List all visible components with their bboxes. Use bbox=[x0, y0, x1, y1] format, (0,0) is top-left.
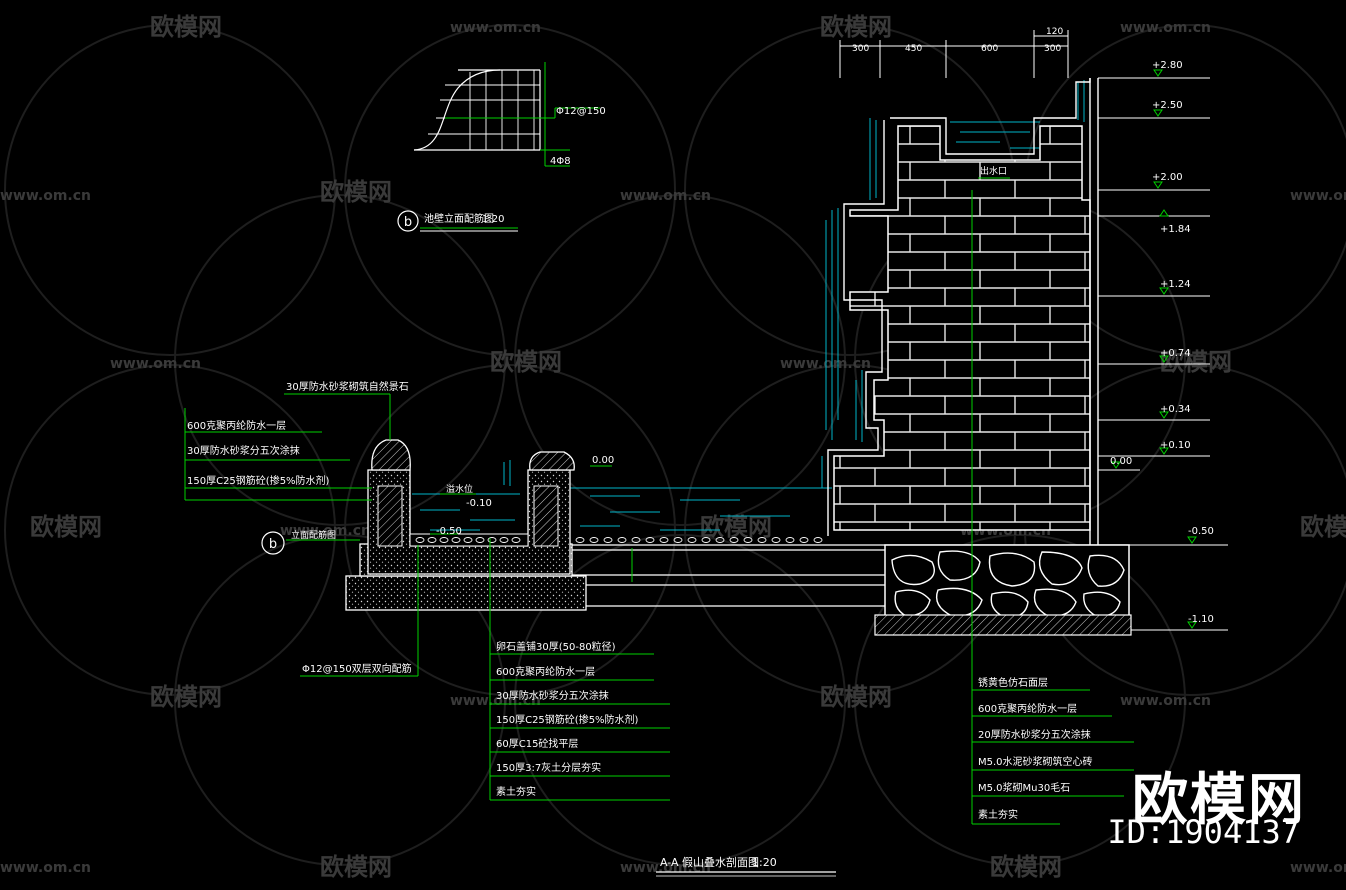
watermark-brand: 欧模网 bbox=[490, 348, 562, 376]
watermark-ring bbox=[174, 534, 506, 866]
watermark-brand: 欧模网 bbox=[820, 683, 892, 711]
detail-b-rebar-main: Φ12@150 bbox=[556, 106, 606, 117]
elevation-000: 0.00 bbox=[1110, 456, 1132, 467]
elevation-280: +2.80 bbox=[1152, 60, 1183, 71]
watermark-brand: 欧模网 bbox=[820, 13, 892, 41]
watermark-site: www.om.cn bbox=[620, 188, 711, 204]
watermark-ring bbox=[514, 534, 846, 866]
section-title: A-A 假山叠水剖面图 bbox=[660, 855, 759, 869]
detail-b-scale: 1:20 bbox=[482, 214, 504, 225]
watermark-brand: 欧模网 bbox=[150, 683, 222, 711]
watermark-ring bbox=[344, 24, 676, 356]
dim-3: 600 bbox=[981, 44, 998, 54]
label-bottom-layer-7: 素土夯实 bbox=[496, 785, 536, 798]
elevation-minus-050: -0.50 bbox=[1188, 526, 1214, 537]
label-bottom-layer-4: 150厚C25钢筋砼(掺5%防水剂) bbox=[496, 713, 639, 726]
label-bottom-layer-5: 60厚C15砼找平层 bbox=[496, 737, 578, 750]
label-wall-layer-4: M5.0水泥砂浆砌筑空心砖 bbox=[978, 755, 1093, 768]
dim-small: 120 bbox=[1046, 27, 1063, 37]
label-level-minus-050-pool: -0.50 bbox=[436, 526, 462, 537]
label-wall-layer-6: 素土夯实 bbox=[978, 808, 1018, 821]
watermark-ring bbox=[854, 534, 1186, 866]
label-left-layer-2: 30厚防水砂浆分五次涂抹 bbox=[187, 444, 300, 457]
rubble-foundation bbox=[874, 544, 1132, 636]
section-marker-b: b bbox=[261, 531, 285, 555]
label-drain: 溢水位 bbox=[446, 483, 473, 495]
watermark-brand: 欧模网 bbox=[990, 853, 1062, 881]
watermark-brand: 欧模网 bbox=[700, 513, 772, 541]
watermark-site: www.om.cn bbox=[450, 693, 541, 709]
watermark-ring bbox=[4, 364, 336, 696]
watermark-brand: 欧模网 bbox=[1160, 348, 1232, 376]
watermark-brand: 欧模网 bbox=[1300, 513, 1346, 541]
label-bottom-layer-1: 卵石盖铺30厚(50-80粒径) bbox=[496, 640, 616, 653]
label-water-level: 0.00 bbox=[592, 455, 614, 466]
watermark-ring bbox=[4, 24, 336, 356]
section-leaders bbox=[184, 177, 1134, 825]
label-wall-layer-5: M5.0浆砌Mu30毛石 bbox=[978, 781, 1070, 794]
detail-b-leaders bbox=[420, 62, 600, 229]
detail-b-marker: b bbox=[397, 210, 419, 232]
label-bottom-layer-3: 30厚防水砂浆分五次涂抹 bbox=[496, 689, 609, 702]
elevation-lines bbox=[1098, 77, 1228, 631]
watermark-ring bbox=[174, 194, 506, 526]
label-bottom-rebar: Φ12@150双层双向配筋 bbox=[302, 662, 412, 675]
watermark-site: www.om.cn bbox=[0, 860, 91, 876]
detail-b-title: 池壁立面配筋图 bbox=[424, 212, 494, 225]
watermark-brand-large: 欧模网 bbox=[1132, 768, 1306, 833]
dim-1: 300 bbox=[852, 44, 869, 54]
watermark-brand: 欧模网 bbox=[30, 513, 102, 541]
elevation-triangles bbox=[1111, 69, 1197, 629]
label-marker-b: 立面配筋图 bbox=[291, 529, 336, 541]
elevation-200: +2.00 bbox=[1152, 172, 1183, 183]
watermark-id: ID:1904137 bbox=[1107, 813, 1300, 851]
label-outlet: 出水口 bbox=[980, 165, 1007, 177]
dim-2: 450 bbox=[905, 44, 922, 54]
label-wall-layer-3: 20厚防水砂浆分五次涂抹 bbox=[978, 728, 1091, 741]
watermark-site: www.om.cn bbox=[280, 523, 371, 539]
section-scale: 1:20 bbox=[752, 856, 777, 869]
watermark-site: www.om.cn bbox=[1290, 188, 1346, 204]
watermark-brand: 欧模网 bbox=[150, 13, 222, 41]
watermark-site: www.om.cn bbox=[110, 356, 201, 372]
label-level-minus-010: -0.10 bbox=[466, 498, 492, 509]
top-dimensions bbox=[839, 30, 1069, 78]
watermark-site: www.om.cn bbox=[1120, 693, 1211, 709]
watermark-brand: 欧模网 bbox=[320, 853, 392, 881]
label-bottom-layer-6: 150厚3:7灰土分层夯实 bbox=[496, 761, 601, 774]
elevation-184: +1.84 bbox=[1160, 224, 1191, 235]
wall-outline bbox=[827, 78, 1099, 545]
watermark-ring bbox=[514, 194, 846, 526]
watermark-site: www.om.cn bbox=[1290, 860, 1346, 876]
elevation-minus-110: -1.10 bbox=[1188, 614, 1214, 625]
label-cap-stone: 30厚防水砂浆砌筑自然景石 bbox=[286, 380, 409, 393]
watermark-site: www.om.cn bbox=[450, 20, 541, 36]
section-marker-b-letter: b bbox=[269, 537, 277, 552]
watermark-brand: 欧模网 bbox=[320, 178, 392, 206]
pool-structure bbox=[345, 439, 823, 611]
watermark-site: www.om.cn bbox=[0, 188, 91, 204]
water-lines bbox=[412, 80, 1085, 531]
label-wall-layer-1: 锈黄色仿石面层 bbox=[978, 676, 1048, 689]
detail-b-rebar-dist: 4Φ8 bbox=[550, 156, 571, 167]
detail-b-drawing bbox=[413, 69, 541, 151]
elevation-010: +0.10 bbox=[1160, 440, 1191, 451]
label-left-layer-3: 150厚C25钢筋砼(掺5%防水剂) bbox=[187, 474, 330, 487]
elevation-034: +0.34 bbox=[1160, 404, 1191, 415]
watermark-site: www.om.cn bbox=[1120, 20, 1211, 36]
label-wall-layer-2: 600克聚丙纶防水一层 bbox=[978, 702, 1077, 715]
elevation-250: +2.50 bbox=[1152, 100, 1183, 111]
detail-b-marker-letter: b bbox=[404, 215, 412, 230]
brick-wall bbox=[833, 125, 1091, 531]
label-bottom-layer-2: 600克聚丙纶防水一层 bbox=[496, 665, 595, 678]
dim-4: 300 bbox=[1044, 44, 1061, 54]
elevation-124: +1.24 bbox=[1160, 279, 1191, 290]
elevation-074: +0.74 bbox=[1160, 348, 1191, 359]
label-left-layer-1: 600克聚丙纶防水一层 bbox=[187, 419, 286, 432]
